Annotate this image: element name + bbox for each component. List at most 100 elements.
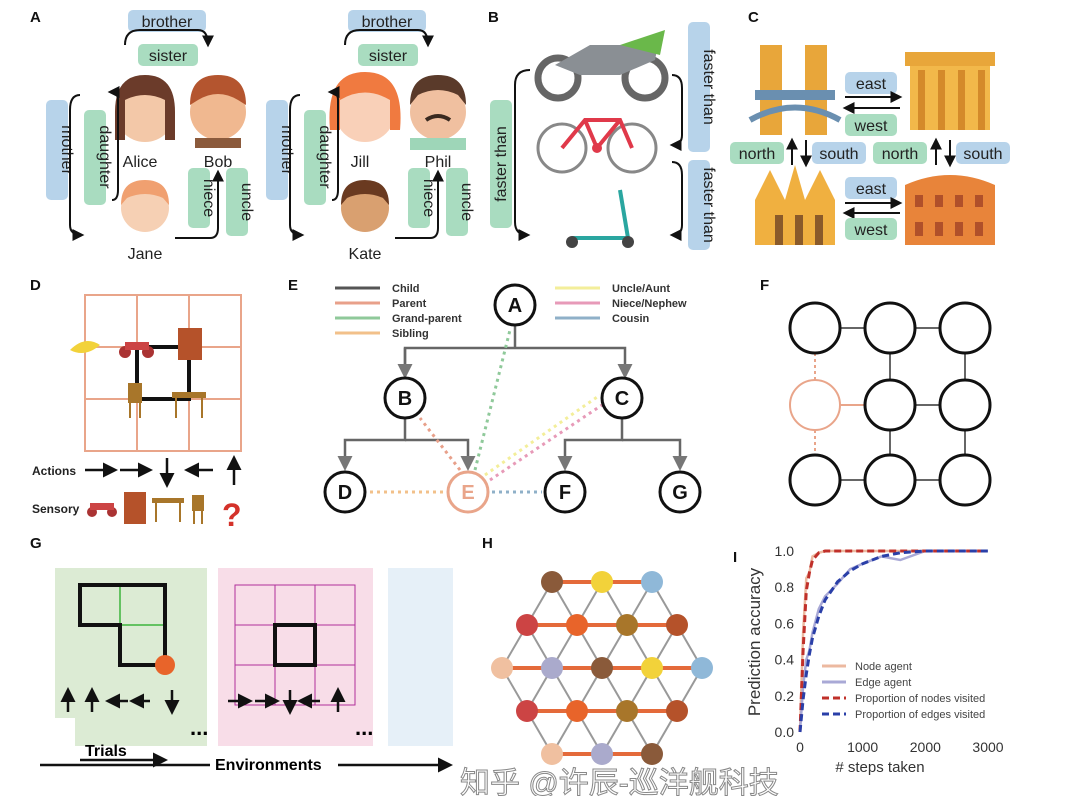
- relation-brother: brother: [142, 14, 193, 31]
- name-jane: Jane: [128, 246, 163, 263]
- cathedral-icon: [755, 165, 835, 245]
- graph-node: [938, 378, 992, 432]
- sensory-sequence: [87, 492, 204, 524]
- object-node: [516, 614, 538, 636]
- object-node: [541, 571, 563, 593]
- relation-niece: niece: [420, 179, 437, 217]
- name-jill: Jill: [351, 154, 370, 171]
- object-node: [641, 657, 663, 679]
- relation-faster-than: faster than: [700, 49, 717, 125]
- node-d: D: [323, 470, 367, 514]
- object-node: [591, 657, 613, 679]
- environment-2: [218, 568, 373, 746]
- legend-label: Node agent: [855, 661, 912, 673]
- panel-g: G ... ... Trials Environments: [30, 535, 453, 774]
- svg-text:G: G: [672, 482, 688, 504]
- motorcycle-icon: [119, 342, 154, 358]
- object-node: [641, 743, 663, 765]
- node-b: B: [383, 376, 427, 420]
- y-tick-label: 0.4: [775, 652, 795, 668]
- relation-sister: sister: [149, 48, 188, 65]
- object-node: [641, 571, 663, 593]
- environments-label: Environments: [215, 757, 322, 774]
- ellipsis: ...: [355, 715, 373, 740]
- y-tick-label: 0.8: [775, 579, 795, 595]
- svg-text:F: F: [559, 482, 571, 504]
- grid-environment: [84, 294, 242, 452]
- relation-uncle: uncle: [238, 183, 255, 221]
- object-node: [566, 614, 588, 636]
- panel-c: C east west north south north: [730, 9, 1010, 245]
- legend-label: Proportion of edges visited: [855, 709, 985, 721]
- x-tick-label: 1000: [847, 739, 878, 755]
- graph-node: [863, 301, 917, 355]
- relation-south: south: [819, 146, 858, 163]
- legend-label: Uncle/Aunt: [612, 283, 670, 295]
- environment-3: [388, 568, 453, 746]
- graph-node: [938, 453, 992, 507]
- question-mark-icon: ?: [222, 497, 242, 533]
- graph-node: [789, 379, 841, 431]
- watermark: 知乎 @许辰-巡洋舰科技: [460, 767, 779, 796]
- relation-sister: sister: [369, 48, 408, 65]
- svg-text:C: C: [615, 388, 629, 410]
- y-tick-label: 0.2: [775, 688, 795, 704]
- name-alice: Alice: [123, 154, 158, 171]
- name-phil: Phil: [425, 154, 452, 171]
- graph-grid: [788, 301, 992, 507]
- legend-label: Sibling: [392, 328, 429, 340]
- bicycle-icon: [536, 118, 658, 174]
- svg-text:D: D: [338, 482, 352, 504]
- legend-label: Child: [392, 283, 420, 295]
- svg-text:B: B: [398, 388, 412, 410]
- object-node: [591, 571, 613, 593]
- legend-label: Grand-parent: [392, 313, 462, 325]
- legend-label: Parent: [392, 298, 427, 310]
- relation-uncle: uncle: [458, 183, 475, 221]
- panel-label: F: [760, 277, 769, 294]
- node-f: F: [543, 470, 587, 514]
- relation-east: east: [856, 181, 887, 198]
- relation-mother: mother: [278, 125, 295, 175]
- relation-west: west: [854, 118, 888, 135]
- panel-label: D: [30, 277, 41, 294]
- panel-b: B faster than faster than faster than: [488, 9, 717, 250]
- query-edges: [370, 329, 603, 494]
- node-e: E: [446, 470, 490, 514]
- legend-label: Proportion of nodes visited: [855, 693, 985, 705]
- relation-west: west: [854, 222, 888, 239]
- trial-arrows: [60, 687, 346, 715]
- y-tick-label: 0.0: [775, 724, 795, 740]
- motorcycle-icon: [534, 30, 669, 102]
- chair-icon: [128, 383, 142, 418]
- panel-f: F: [760, 277, 992, 507]
- object-node: [666, 700, 688, 722]
- node-a: A: [493, 283, 537, 327]
- panel-h: H: [482, 535, 713, 765]
- panel-label: E: [288, 277, 298, 294]
- object-node: [566, 700, 588, 722]
- relation-brother: brother: [362, 14, 413, 31]
- actions-label: Actions: [32, 464, 76, 478]
- face-kate: [341, 180, 389, 232]
- panel-d: D Actions Sensory ?: [30, 277, 242, 533]
- relation-daughter: daughter: [316, 125, 333, 189]
- trials-label: Trials: [85, 743, 127, 760]
- path-square: [135, 345, 191, 401]
- table-icon: [172, 392, 206, 418]
- node-c: C: [600, 376, 644, 420]
- tree-edges: [337, 325, 688, 471]
- relation-north: north: [882, 146, 918, 163]
- legend-label: Cousin: [612, 313, 650, 325]
- scooter-icon: [566, 189, 634, 248]
- object-node: [691, 657, 713, 679]
- colosseum-icon: [905, 175, 995, 245]
- relation-mother: mother: [58, 125, 75, 175]
- object-node: [666, 614, 688, 636]
- face-bob: [190, 75, 246, 148]
- y-tick-label: 0.6: [775, 615, 795, 631]
- object-node: [616, 700, 638, 722]
